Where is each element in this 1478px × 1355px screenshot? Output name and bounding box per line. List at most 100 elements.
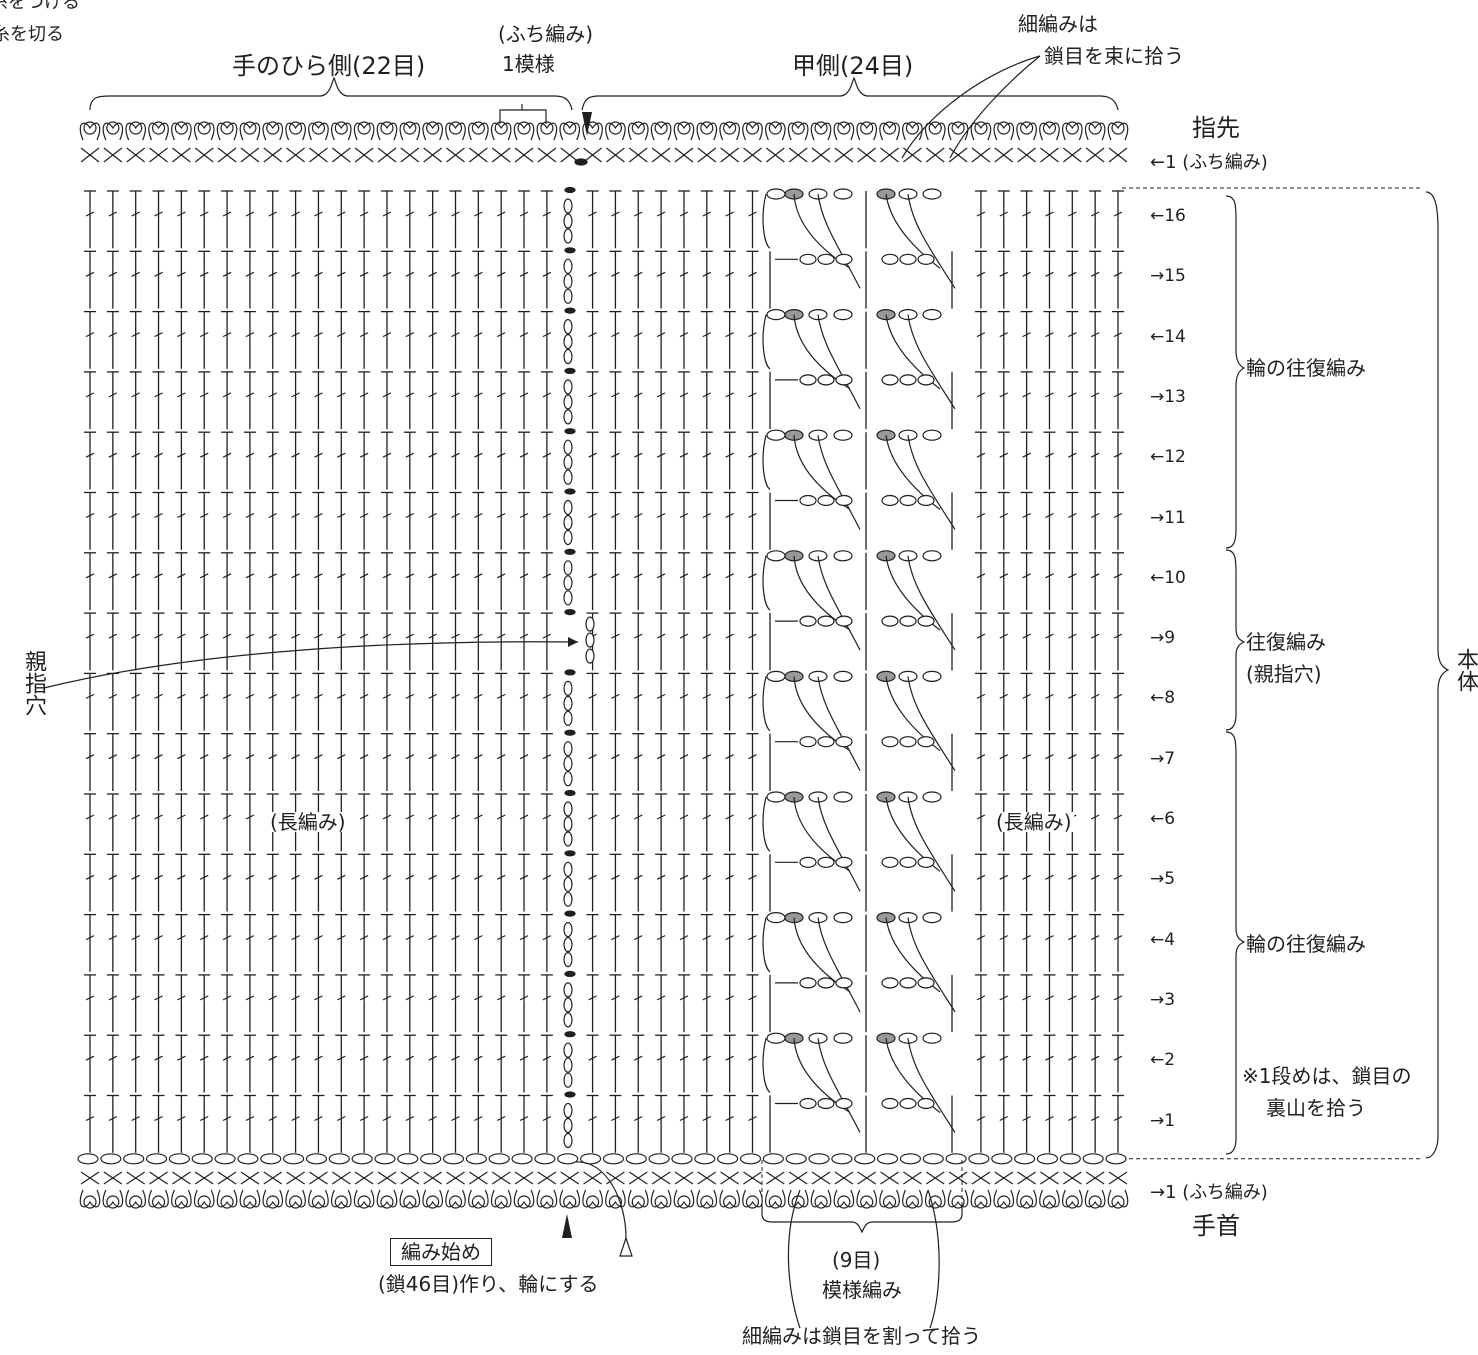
foundation-chain: [808, 1153, 830, 1165]
double-crochet-bar: [1022, 573, 1031, 579]
double-crochet-bar: [131, 693, 140, 699]
row-label: ←14: [1150, 326, 1186, 347]
double-crochet-bar: [976, 633, 986, 639]
double-crochet-bar: [679, 332, 689, 338]
thumb-hole-paren: (親指穴): [1246, 662, 1322, 686]
turning-chain: [563, 982, 573, 998]
single-crochet: [971, 1171, 991, 1185]
row1-note-2: 裏山を拾う: [1266, 1096, 1366, 1120]
pattern-chain: [766, 911, 786, 924]
double-crochet-bar: [268, 211, 278, 217]
picot-loop: [243, 1195, 257, 1209]
double-crochet-bar: [382, 814, 392, 820]
double-crochet-bar: [382, 935, 392, 941]
round-back-forth-top: 輪の往復編み: [1246, 356, 1366, 380]
foundation-chain: [739, 1153, 762, 1165]
double-crochet-bar: [679, 633, 689, 639]
double-crochet-bar: [177, 935, 186, 941]
double-crochet-bar: [382, 754, 392, 760]
picot-loop: [974, 1195, 988, 1209]
double-crochet-bar: [177, 332, 186, 338]
double-crochet-bar: [245, 392, 255, 398]
slip-stitch: [564, 910, 576, 917]
double-crochet-bar: [496, 332, 506, 338]
single-crochet: [423, 147, 443, 163]
single-crochet: [1062, 147, 1082, 163]
double-crochet-bar: [291, 693, 300, 699]
double-crochet-bar: [108, 814, 118, 820]
picot-loop: [1020, 121, 1034, 135]
double-crochet-bar: [405, 1055, 415, 1061]
foundation-chain: [123, 1153, 145, 1165]
picot-loop: [1111, 1195, 1125, 1209]
picot: [239, 122, 261, 141]
double-crochet-bar: [405, 995, 415, 1001]
double-crochet-bar: [633, 754, 643, 760]
single-crochet: [400, 147, 420, 163]
double-crochet-bar: [337, 1115, 346, 1122]
turning-chain: [563, 439, 573, 455]
turning-chain: [563, 228, 573, 244]
double-crochet-bar: [679, 1115, 689, 1122]
double-crochet-bar: [428, 452, 437, 458]
pattern-chain: [881, 494, 899, 507]
double-crochet-bar: [337, 693, 346, 699]
single-crochet: [834, 1171, 854, 1185]
double-crochet-bar: [291, 995, 300, 1001]
turning-chain: [563, 1072, 573, 1088]
turning-chain: [563, 379, 573, 395]
double-crochet-bar: [611, 935, 620, 941]
double-crochet-bar: [1022, 512, 1031, 519]
picot: [924, 122, 946, 141]
double-crochet-bar: [588, 754, 597, 760]
double-crochet-bar: [542, 874, 552, 880]
double-crochet-bar: [222, 271, 232, 277]
turning-chain: [563, 409, 573, 425]
single-crochet: [537, 147, 557, 163]
picot-loop: [677, 121, 691, 135]
double-crochet-bar: [1068, 452, 1077, 458]
start-box: 編み始め: [390, 1238, 492, 1266]
double-crochet-bar: [451, 1055, 460, 1061]
double-crochet-bar: [245, 995, 255, 1001]
double-crochet-bar: [199, 633, 209, 639]
double-crochet-bar: [405, 512, 415, 519]
double-crochet-bar: [222, 573, 232, 579]
turning-chain: [563, 710, 573, 727]
double-crochet-bar: [405, 452, 415, 458]
picot-loop: [334, 121, 348, 135]
dc-left-label: (長編み): [268, 810, 348, 834]
double-crochet-bar: [748, 633, 757, 639]
single-crochet: [857, 1171, 877, 1185]
picot: [879, 1189, 900, 1208]
fingertip-label: 指先: [1192, 114, 1240, 142]
double-crochet-bar: [679, 814, 689, 820]
double-crochet-bar: [474, 512, 483, 519]
picot: [1107, 122, 1129, 141]
double-crochet-bar: [633, 271, 643, 277]
pattern-chain: [899, 253, 917, 265]
double-crochet-bar: [588, 512, 597, 519]
double-crochet-bar: [337, 874, 346, 880]
double-crochet-bar: [222, 211, 232, 217]
pattern-stitch: [907, 193, 956, 289]
double-crochet-bar: [633, 573, 643, 579]
double-crochet-bar: [405, 332, 415, 338]
single-crochet: [514, 1171, 534, 1185]
foundation-chain: [1059, 1153, 1081, 1165]
double-crochet-bar: [1113, 814, 1123, 820]
foundation-chain: [168, 1153, 190, 1165]
foundation-chain: [557, 1153, 579, 1165]
double-crochet-bar: [611, 573, 620, 579]
double-crochet-bar: [542, 633, 552, 639]
double-crochet-bar: [519, 935, 529, 941]
pattern-chain: [922, 670, 942, 683]
double-crochet-bar: [85, 332, 95, 338]
double-crochet-bar: [588, 935, 597, 941]
double-crochet-bar: [359, 211, 369, 217]
pattern-stitch: [817, 796, 861, 892]
foundation-chain: [648, 1153, 670, 1165]
row-label: ←2: [1150, 1050, 1176, 1071]
double-crochet-bar: [999, 754, 1009, 760]
single-crochet: [903, 1171, 922, 1185]
